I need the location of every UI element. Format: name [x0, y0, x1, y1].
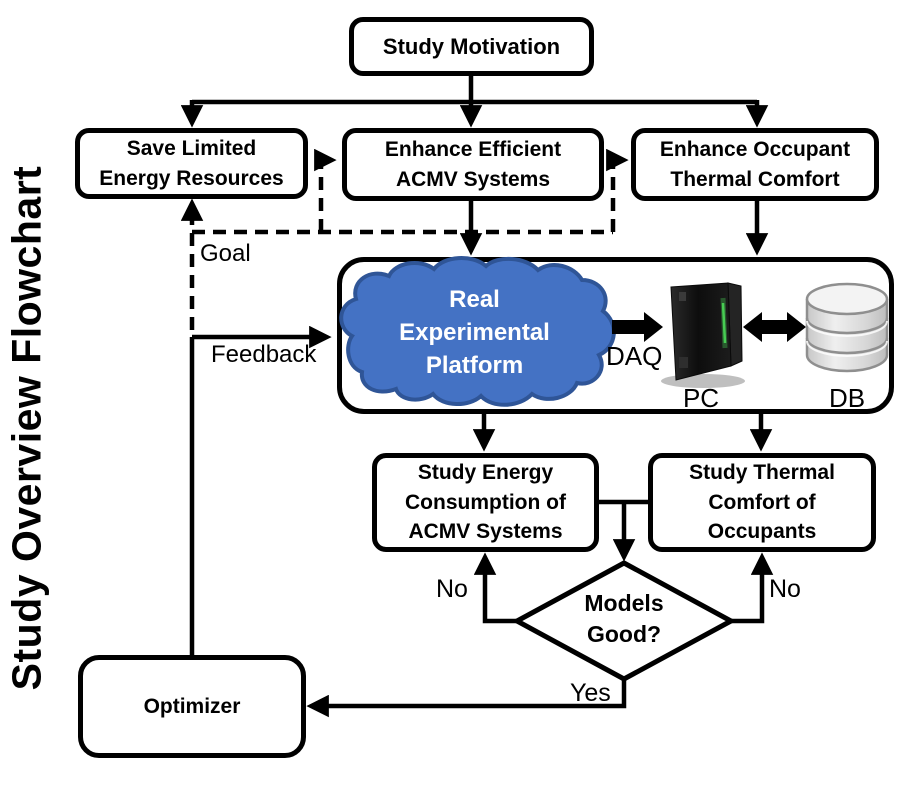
edge-label-no-right: No — [769, 575, 801, 603]
node-study-thermal: Study Thermal Comfort of Occupants — [648, 453, 876, 552]
arrow-no-to-study-thermal — [730, 552, 774, 624]
edge-label-feedback: Feedback — [211, 341, 317, 368]
node-save-energy: Save Limited Energy Resources — [75, 128, 308, 199]
label-pc: PC — [682, 383, 720, 413]
node-enhance-acmv: Enhance Efficient ACMV Systems — [342, 128, 604, 201]
label-daq: DAQ — [606, 341, 663, 371]
cloud-icon — [339, 256, 616, 407]
dashed-goal-to-comfort — [606, 148, 629, 232]
edge-label-goal: Goal — [200, 240, 251, 267]
bidirectional-arrow-icon — [743, 312, 806, 342]
dashed-goal-to-acmv — [314, 148, 337, 232]
pc-tower-icon — [661, 282, 745, 388]
node-enhance-comfort: Enhance Occupant Thermal Comfort — [631, 128, 879, 201]
node-optimizer: Optimizer — [78, 655, 306, 758]
arrow-no-to-study-energy — [473, 552, 517, 624]
node-study-energy: Study Energy Consumption of ACMV Systems — [372, 453, 599, 552]
node-study-motivation: Study Motivation — [349, 17, 594, 76]
edge-label-no-left: No — [436, 575, 468, 603]
label-db: DB — [828, 383, 866, 413]
decision-label: Models Good? — [584, 590, 664, 648]
edge-label-yes: Yes — [570, 679, 611, 707]
arrow-yes-to-optimizer — [306, 677, 627, 718]
database-icon — [805, 282, 889, 373]
cloud-label: Real Experimental Platform — [399, 286, 550, 379]
daq-arrow-icon — [612, 312, 663, 342]
